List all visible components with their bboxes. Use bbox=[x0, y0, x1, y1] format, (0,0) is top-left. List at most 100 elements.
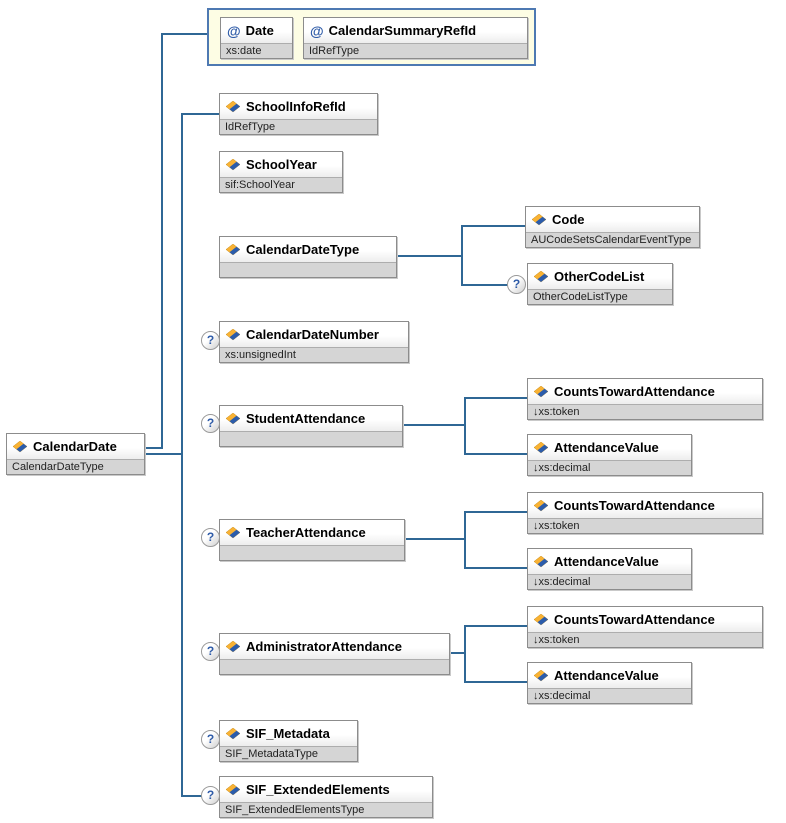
connector-line bbox=[461, 225, 463, 286]
node-type bbox=[220, 659, 449, 674]
node-title: SchoolInfoRefId bbox=[246, 99, 346, 114]
node-calendardatenumber[interactable]: CalendarDateNumber xs:unsignedInt bbox=[219, 321, 409, 363]
element-icon bbox=[534, 499, 549, 511]
node-title: AttendanceValue bbox=[554, 440, 659, 455]
node-type: AUCodeSetsCalendarEventType bbox=[526, 232, 699, 247]
optional-badge: ? bbox=[201, 642, 220, 661]
node-administratorattendance[interactable]: AdministratorAttendance bbox=[219, 633, 450, 675]
node-type bbox=[220, 431, 402, 446]
element-icon bbox=[226, 243, 241, 255]
element-icon bbox=[226, 526, 241, 538]
node-sif-extendedelements[interactable]: SIF_ExtendedElements SIF_ExtendedElement… bbox=[219, 776, 433, 818]
connector-line bbox=[397, 255, 463, 257]
optional-badge: ? bbox=[201, 730, 220, 749]
node-title: CalendarDateType bbox=[246, 242, 360, 257]
node-teacherattendance-attendancevalue[interactable]: AttendanceValue ↓xs:decimal bbox=[527, 548, 692, 590]
connector-line bbox=[464, 397, 527, 399]
node-title: OtherCodeList bbox=[554, 269, 645, 284]
node-title: Date bbox=[245, 23, 274, 38]
node-title: CountsTowardAttendance bbox=[554, 384, 715, 399]
element-icon bbox=[13, 440, 28, 452]
optional-badge: ? bbox=[507, 275, 526, 294]
optional-badge: ? bbox=[201, 528, 220, 547]
node-title: AttendanceValue bbox=[554, 554, 659, 569]
attribute-icon: @ bbox=[310, 22, 324, 39]
attribute-group: @ Date xs:date @ CalendarSummaryRefId Id… bbox=[207, 8, 536, 66]
node-type: ↓xs:token bbox=[528, 632, 762, 647]
connector-line bbox=[464, 681, 527, 683]
connector-line bbox=[405, 538, 466, 540]
element-icon bbox=[226, 727, 241, 739]
node-type: ↓xs:decimal bbox=[528, 574, 691, 589]
node-studentattendance-attendancevalue[interactable]: AttendanceValue ↓xs:decimal bbox=[527, 434, 692, 476]
connector-line bbox=[464, 625, 527, 627]
element-icon bbox=[534, 669, 549, 681]
connector-line bbox=[181, 795, 203, 797]
element-icon bbox=[226, 640, 241, 652]
optional-badge: ? bbox=[201, 414, 220, 433]
connector-line bbox=[464, 567, 527, 569]
connector-line bbox=[161, 33, 207, 35]
node-type bbox=[220, 545, 404, 560]
node-type: IdRefType bbox=[304, 43, 527, 58]
element-icon bbox=[534, 613, 549, 625]
node-studentattendance[interactable]: StudentAttendance bbox=[219, 405, 403, 447]
node-title: AdministratorAttendance bbox=[246, 639, 403, 654]
node-administratorattendance-countstowardattendance[interactable]: CountsTowardAttendance ↓xs:token bbox=[527, 606, 763, 648]
element-icon bbox=[226, 158, 241, 170]
element-icon bbox=[226, 412, 241, 424]
connector-line bbox=[464, 511, 466, 569]
connector-line bbox=[450, 652, 466, 654]
connector-line bbox=[161, 33, 163, 449]
element-icon bbox=[226, 783, 241, 795]
node-code[interactable]: Code AUCodeSetsCalendarEventType bbox=[525, 206, 700, 248]
node-title: SchoolYear bbox=[246, 157, 317, 172]
node-calendardatetype[interactable]: CalendarDateType bbox=[219, 236, 397, 278]
element-icon bbox=[534, 270, 549, 282]
node-sif-metadata[interactable]: SIF_Metadata SIF_MetadataType bbox=[219, 720, 358, 762]
node-attr-date[interactable]: @ Date xs:date bbox=[220, 17, 293, 59]
connector-line bbox=[461, 284, 509, 286]
node-teacherattendance[interactable]: TeacherAttendance bbox=[219, 519, 405, 561]
node-othercodelist[interactable]: OtherCodeList OtherCodeListType bbox=[527, 263, 673, 305]
node-type: xs:date bbox=[221, 43, 292, 58]
node-title: AttendanceValue bbox=[554, 668, 659, 683]
node-calendardate[interactable]: CalendarDate CalendarDateType bbox=[6, 433, 145, 475]
node-teacherattendance-countstowardattendance[interactable]: CountsTowardAttendance ↓xs:token bbox=[527, 492, 763, 534]
element-icon bbox=[534, 555, 549, 567]
node-title: TeacherAttendance bbox=[246, 525, 366, 540]
element-icon bbox=[532, 213, 547, 225]
node-schoolyear[interactable]: SchoolYear sif:SchoolYear bbox=[219, 151, 343, 193]
node-title: SIF_ExtendedElements bbox=[246, 782, 390, 797]
node-studentattendance-countstowardattendance[interactable]: CountsTowardAttendance ↓xs:token bbox=[527, 378, 763, 420]
node-type: IdRefType bbox=[220, 119, 377, 134]
element-icon bbox=[226, 328, 241, 340]
node-title: StudentAttendance bbox=[246, 411, 366, 426]
node-schoolinforefid[interactable]: SchoolInfoRefId IdRefType bbox=[219, 93, 378, 135]
node-type: OtherCodeListType bbox=[528, 289, 672, 304]
element-icon bbox=[226, 100, 241, 112]
element-icon bbox=[534, 385, 549, 397]
node-title: CalendarDateNumber bbox=[246, 327, 379, 342]
connector-line bbox=[181, 113, 219, 115]
connector-line bbox=[464, 453, 527, 455]
node-type: xs:unsignedInt bbox=[220, 347, 408, 362]
optional-badge: ? bbox=[201, 331, 220, 350]
node-type: SIF_MetadataType bbox=[220, 746, 357, 761]
optional-badge: ? bbox=[201, 786, 220, 805]
connector-line bbox=[464, 397, 466, 455]
node-title: Code bbox=[552, 212, 585, 227]
node-title: CalendarDate bbox=[33, 439, 117, 454]
node-title: CountsTowardAttendance bbox=[554, 498, 715, 513]
node-type: ↓xs:token bbox=[528, 404, 762, 419]
node-attr-calendarsummaryrefid[interactable]: @ CalendarSummaryRefId IdRefType bbox=[303, 17, 528, 59]
connector-line bbox=[464, 625, 466, 683]
attribute-icon: @ bbox=[227, 22, 241, 39]
node-type: ↓xs:decimal bbox=[528, 460, 691, 475]
connector-line bbox=[145, 447, 163, 449]
connector-line bbox=[145, 453, 183, 455]
connector-line bbox=[181, 113, 183, 797]
node-type: ↓xs:decimal bbox=[528, 688, 691, 703]
node-administratorattendance-attendancevalue[interactable]: AttendanceValue ↓xs:decimal bbox=[527, 662, 692, 704]
